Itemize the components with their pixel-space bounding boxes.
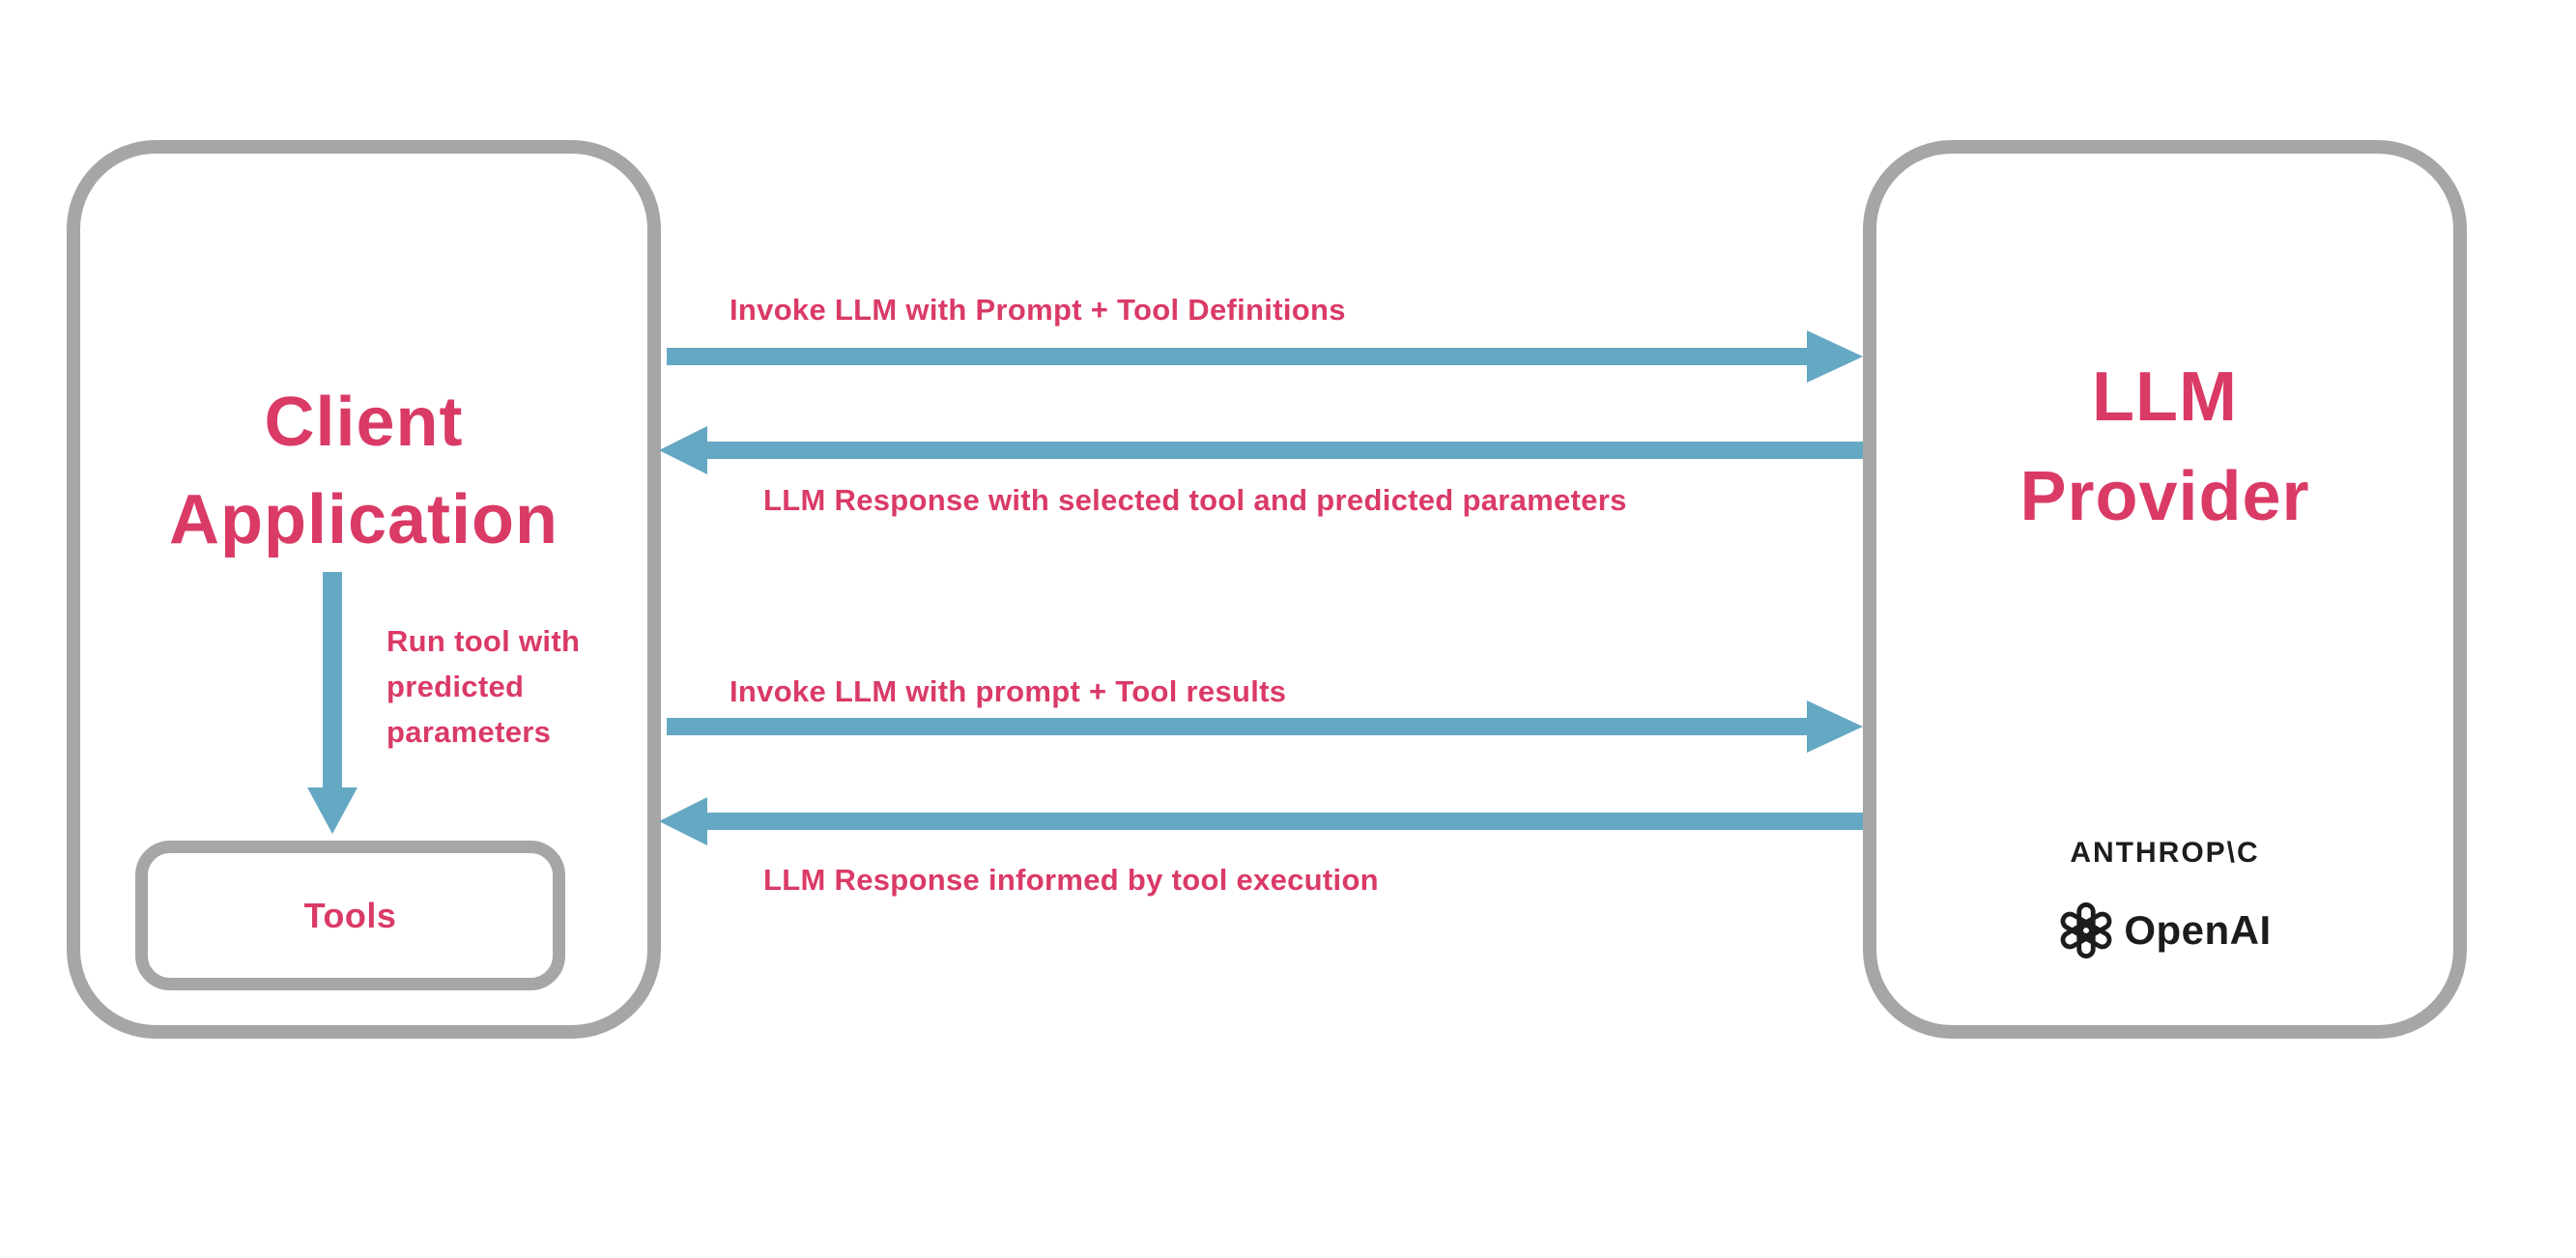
flow-2-arrow-head-icon xyxy=(659,426,707,474)
flow-1-arrow-shaft xyxy=(667,348,1809,365)
provider-title-line1: LLM xyxy=(2092,358,2238,436)
flow-4-label: LLM Response informed by tool execution xyxy=(763,863,1379,897)
anthropic-logo: ANTHROP\C xyxy=(2070,837,2260,869)
openai-logo-icon xyxy=(2060,902,2112,958)
llm-provider-title: LLM Provider xyxy=(1863,348,2467,547)
llm-provider-box xyxy=(1863,140,2467,1039)
flow-1-label: Invoke LLM with Prompt + Tool Definition… xyxy=(730,293,1346,327)
flow-3-label: Invoke LLM with prompt + Tool results xyxy=(730,674,1287,708)
flow-3-arrow-shaft xyxy=(667,718,1809,735)
run-tool-arrow-shaft xyxy=(323,572,342,787)
provider-title-line2: Provider xyxy=(2019,458,2310,535)
flow-2-arrow-shaft xyxy=(705,442,1863,459)
tools-box: Tools xyxy=(135,841,565,990)
client-title-line1: Client xyxy=(264,384,464,461)
openai-logo-text: OpenAI xyxy=(2124,907,2272,953)
client-title-line2: Application xyxy=(169,481,558,558)
flow-4-arrow-shaft xyxy=(705,813,1863,830)
run-tool-label: Run tool with predicted parameters xyxy=(386,624,581,749)
flow-4-arrow-head-icon xyxy=(659,797,707,845)
flow-1-arrow-head-icon xyxy=(1807,330,1863,383)
client-application-title: Client Application xyxy=(67,374,661,569)
run-tool-arrow-head-icon xyxy=(307,787,358,834)
flow-3-arrow-head-icon xyxy=(1807,700,1863,753)
tools-label: Tools xyxy=(303,895,397,935)
openai-logo-row: OpenAI xyxy=(1863,902,2467,958)
flow-2-label: LLM Response with selected tool and pred… xyxy=(763,483,1627,517)
